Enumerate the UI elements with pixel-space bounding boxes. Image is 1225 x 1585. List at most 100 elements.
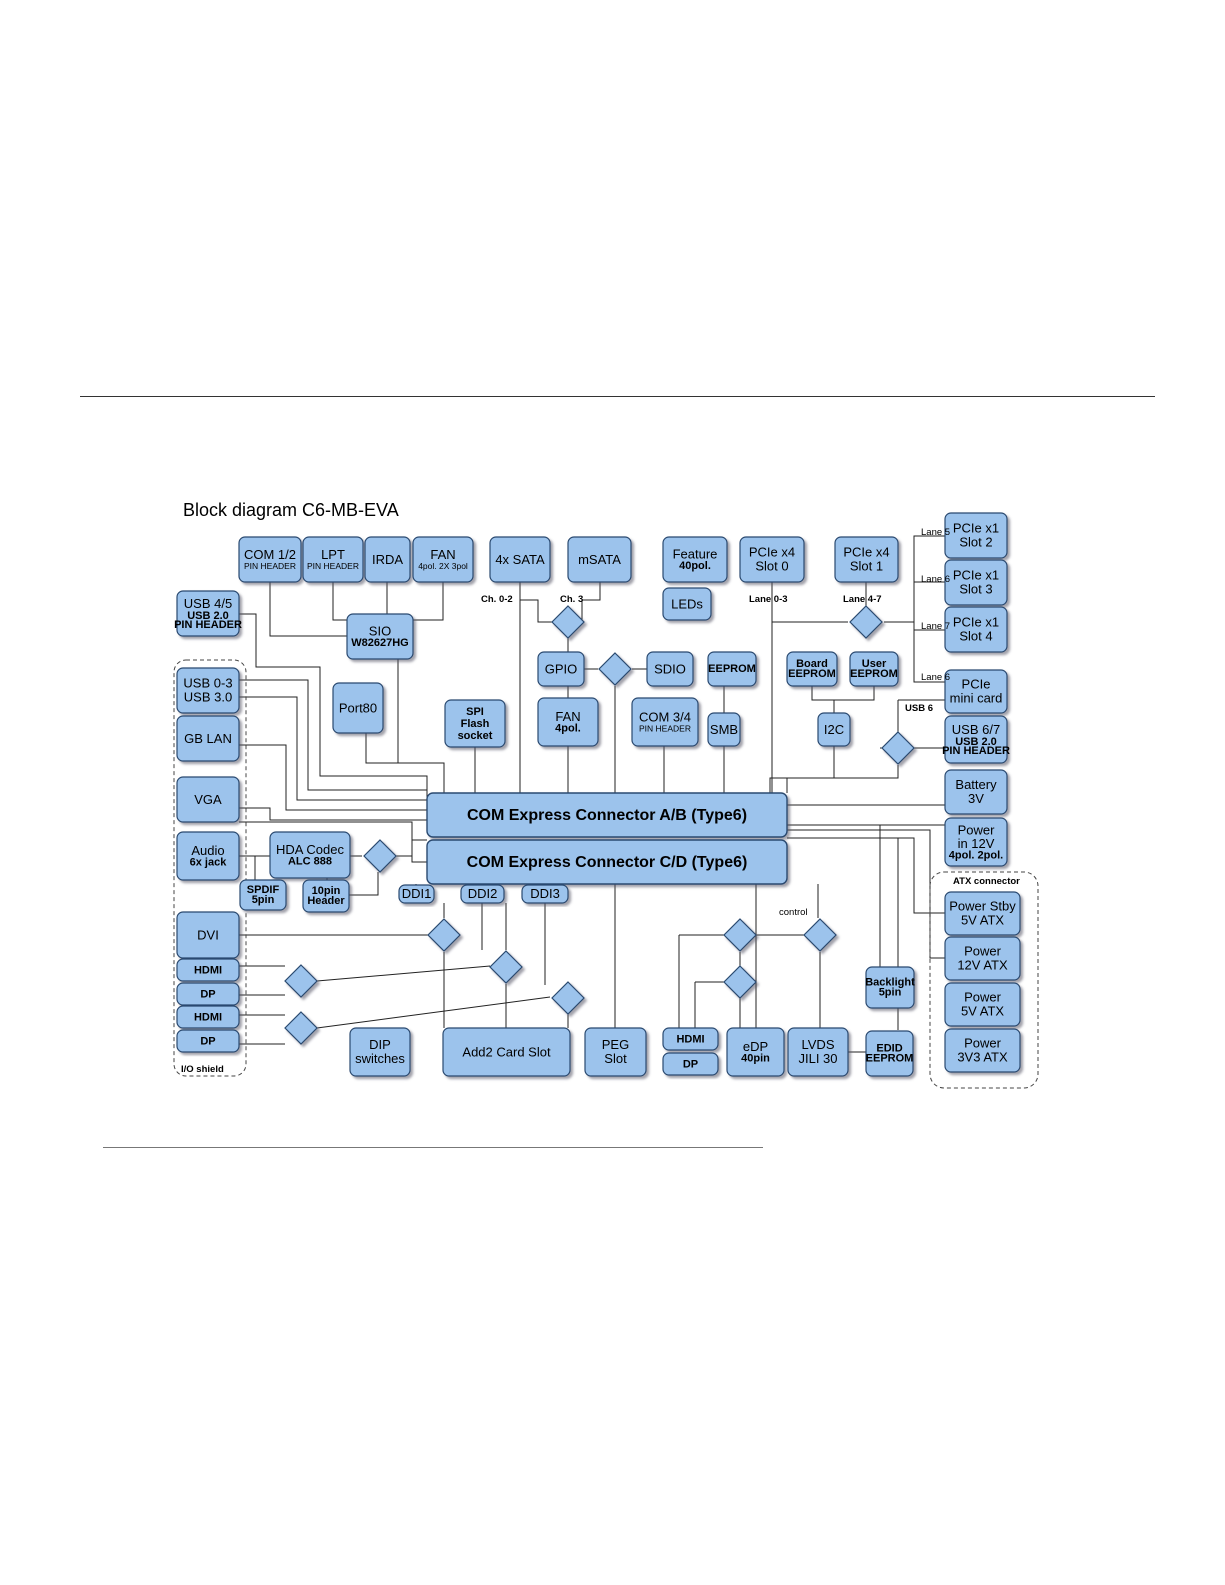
block-spdif-line-0: SPDIF (247, 884, 280, 896)
block-leds-box (662, 587, 712, 621)
block-i2c: I2C (817, 712, 851, 747)
block-eeprom: EEPROM (707, 651, 757, 687)
label-lane6b: Lane 6 (921, 672, 950, 683)
label-usb6: USB 6 (905, 703, 933, 714)
block-usb03-box (176, 667, 240, 714)
block-pwr-stby-line-1: 5V ATX (961, 912, 1004, 927)
block-hdr10-line-0: 10pin (312, 885, 341, 897)
block-hdmi-l2-line-0: HDMI (194, 1011, 222, 1023)
mux-diamond (803, 918, 837, 952)
connection-line (239, 696, 427, 801)
block-peg-box (584, 1027, 647, 1077)
connection-lines (239, 535, 945, 1053)
block-msata-line-0: mSATA (578, 552, 621, 567)
block-fan-mid-line-1: 4pol. (555, 723, 581, 735)
block-sio-line-0: SIO (369, 623, 391, 638)
label-lane03: Lane 0-3 (749, 594, 788, 605)
label-lane5: Lane 5 (921, 527, 950, 538)
label-ch3: Ch. 3 (560, 594, 583, 605)
connection-line (349, 872, 379, 896)
block-feature-box (662, 536, 728, 583)
block-com12-box (238, 536, 302, 583)
block-i2c-box (817, 712, 851, 747)
mux-diamond (427, 918, 461, 952)
block-dvi: DVI (176, 911, 240, 959)
block-port80-line-0: Port80 (339, 700, 377, 715)
block-user-eeprom-line-0: User (862, 658, 887, 670)
block-pwr-12atx-line-0: Power (964, 944, 1002, 959)
block-sdio: SDIO (646, 651, 694, 687)
block-conn-ab-line-0: COM Express Connector A/B (Type6) (467, 807, 747, 824)
label-lane7: Lane 7 (921, 621, 950, 632)
mux-diamond (363, 839, 397, 873)
block-usb67-line-0: USB 6/7 (952, 722, 1000, 737)
block-board-eeprom-line-1: EEPROM (788, 668, 836, 680)
connection-line (787, 829, 945, 959)
connection-line (332, 582, 347, 621)
block-pwr-stby-box (944, 891, 1021, 936)
block-edp-line-1: 40pin (741, 1053, 770, 1065)
block-conn-cd-line-0: COM Express Connector C/D (Type6) (467, 854, 748, 871)
block-smb-line-0: SMB (710, 722, 738, 737)
block-pcie-x1-4-line-0: PCIe x1 (953, 615, 999, 630)
block-msata-box (567, 536, 632, 583)
label-lane6a: Lane 6 (921, 574, 950, 585)
block-gblan: GB LAN (176, 715, 240, 762)
block-pcie-x4-0-line-1: Slot 0 (755, 558, 788, 573)
block-lpt-box (302, 536, 364, 583)
block-user-eeprom-box (849, 651, 899, 687)
block-add2-box (442, 1027, 571, 1077)
block-hdr10-line-1: Header (307, 895, 345, 907)
block-usb67-box (944, 715, 1008, 764)
block-pwr-5atx-line-0: Power (964, 990, 1002, 1005)
block-dp-b: DP (662, 1052, 719, 1076)
block-fan-mid-line-0: FAN (555, 709, 580, 724)
label-control: control (779, 907, 808, 918)
block-pcie-mini-line-1: mini card (950, 690, 1003, 705)
mux-diamond (849, 605, 883, 639)
block-irda-line-0: IRDA (372, 552, 403, 567)
block-spi-line-1: Flash (461, 718, 490, 730)
block-dvi-box (176, 911, 240, 959)
connection-line (239, 807, 427, 821)
block-hdr10-box (302, 879, 350, 913)
label-lane47: Lane 4-7 (843, 594, 882, 605)
block-pcie-mini-box (944, 669, 1008, 714)
mux-diamond (598, 652, 632, 686)
connection-line (787, 837, 945, 914)
block-ddi3: DDI3 (521, 884, 569, 904)
block-pcie-x4-0-box (739, 536, 805, 583)
block-sio-line-1: W82627HG (351, 637, 408, 649)
block-gpio: GPIO (537, 651, 585, 687)
block-eeprom-box (707, 651, 757, 687)
connection-line (397, 659, 445, 793)
block-usb45-line-1: USB 2.0 (187, 610, 229, 622)
block-battery-box (944, 769, 1008, 815)
block-pcie-x4-0-line-0: PCIe x4 (749, 545, 795, 560)
block-board-eeprom-line-0: Board (796, 658, 828, 670)
block-feature-line-1: 40pol. (679, 560, 711, 572)
connection-line (769, 746, 835, 793)
block-port80: Port80 (332, 682, 384, 734)
block-spi-line-0: SPI (466, 706, 484, 718)
block-pcie-x4-1-box (834, 536, 899, 583)
block-backlight-box (865, 966, 915, 1009)
block-gpio-box (537, 651, 585, 687)
block-smb-box (707, 712, 741, 747)
block-usb03-line-1: USB 3.0 (184, 689, 232, 704)
block-hda-line-1: ALC 888 (288, 856, 332, 868)
block-hdmi-b-line-0: HDMI (676, 1033, 704, 1045)
